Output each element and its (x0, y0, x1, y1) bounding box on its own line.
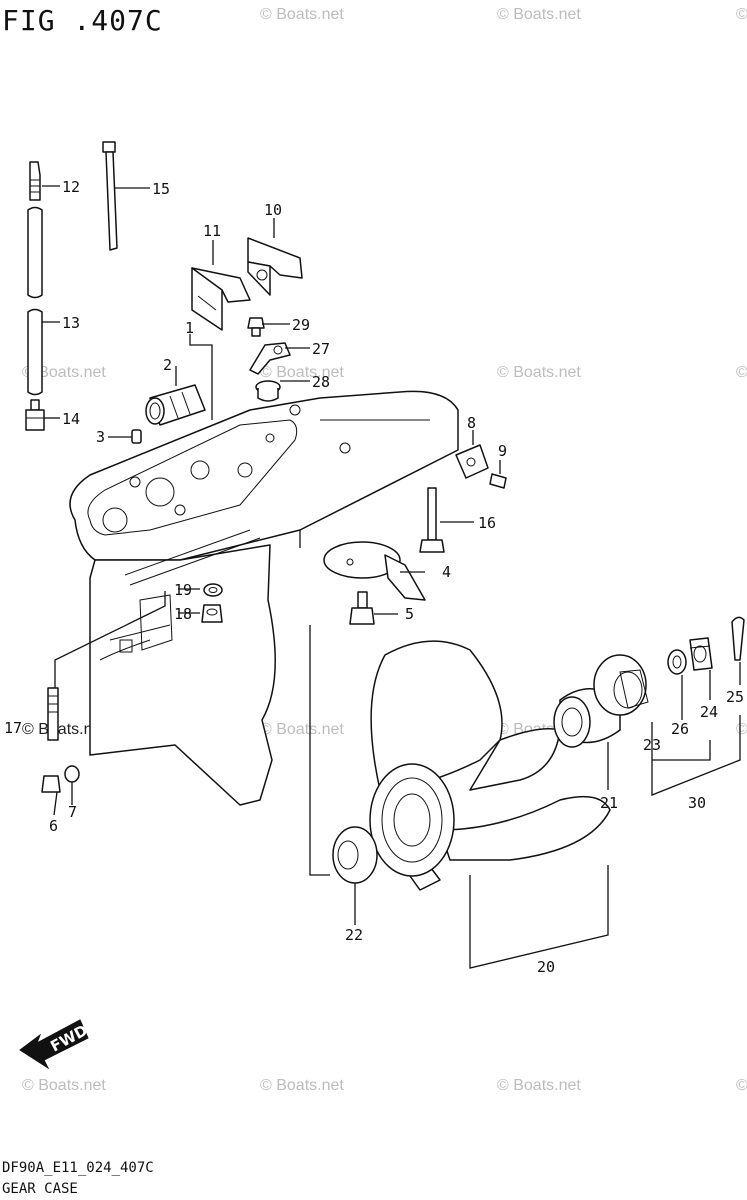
part-16-drawing (419, 487, 445, 553)
watermark: © Boats.net (497, 6, 581, 23)
callout-12: 12 (62, 178, 80, 196)
watermark: © (736, 364, 747, 381)
watermark: © Boats.net (260, 364, 344, 381)
part-19-drawing (203, 583, 223, 597)
part-9-drawing (489, 473, 507, 489)
callout-17: 17 (4, 719, 22, 737)
watermark: © Boats.net (260, 6, 344, 23)
part-26-drawing (667, 649, 687, 675)
part-7-drawing (64, 765, 80, 783)
part-24-drawing (689, 637, 713, 671)
callout-1: 1 (185, 319, 194, 337)
part-4-drawing (323, 541, 426, 601)
part-5-drawing (349, 591, 375, 625)
callout-27: 27 (312, 340, 330, 358)
callout-15: 15 (152, 180, 170, 198)
part-21-drawing (553, 688, 621, 748)
callout-26: 26 (671, 720, 689, 738)
figure-caption: GEAR CASE (2, 1181, 78, 1197)
callout-11: 11 (203, 222, 221, 240)
part-22-drawing (332, 826, 378, 884)
callout-2: 2 (163, 356, 172, 374)
part-20-propeller (369, 640, 611, 891)
callout-28: 28 (312, 373, 330, 391)
part-29-drawing (247, 317, 265, 337)
callout-24: 24 (700, 703, 718, 721)
callout-6: 6 (49, 817, 58, 835)
watermark: © (736, 1077, 747, 1094)
watermark: © Boats.net (22, 721, 106, 738)
part-10-drawing (247, 237, 303, 296)
watermark: © Boats.net (22, 1077, 106, 1094)
callout-18: 18 (174, 605, 192, 623)
leader-lines (42, 185, 741, 969)
part-27-drawing (249, 342, 291, 375)
callout-30: 30 (688, 794, 706, 812)
part-23-drawing (593, 654, 649, 716)
gear-case-housing (69, 390, 459, 806)
part-2-drawing (145, 384, 206, 426)
part-12-drawing (29, 161, 41, 201)
callout-13: 13 (62, 314, 80, 332)
callout-14: 14 (62, 410, 80, 428)
callout-4: 4 (442, 563, 451, 581)
callouts: 1 2 3 4 5 6 7 8 9 10 11 12 13 14 15 16 1… (4, 178, 744, 976)
callout-8: 8 (467, 414, 476, 432)
forward-arrow-icon: FWD (19, 1019, 91, 1070)
callout-20: 20 (537, 958, 555, 976)
part-14-drawing (25, 399, 45, 431)
figure-title: FIG .407C (2, 4, 163, 37)
callout-16: 16 (478, 514, 496, 532)
model-code: DF90A_E11_024_407C (2, 1160, 154, 1176)
part-25-drawing (731, 616, 745, 661)
callout-22: 22 (345, 926, 363, 944)
part-15-drawing (102, 141, 118, 251)
callout-10: 10 (264, 201, 282, 219)
watermark: © Boats.net (260, 721, 344, 738)
watermark: © (736, 6, 747, 23)
part-13-drawing (27, 206, 43, 396)
watermark: © Boats.net (260, 1077, 344, 1094)
part-8-drawing (455, 444, 489, 479)
callout-19: 19 (174, 581, 192, 599)
callout-21: 21 (600, 794, 618, 812)
part-11-drawing (191, 267, 251, 331)
callout-3: 3 (96, 428, 105, 446)
part-17-drawing (47, 687, 59, 741)
part-6-drawing (41, 775, 61, 793)
part-18-drawing (201, 604, 223, 623)
part-3-drawing (131, 429, 142, 444)
watermark: © (736, 721, 747, 738)
part-28-drawing (255, 380, 281, 402)
callout-7: 7 (68, 803, 77, 821)
watermark: © Boats.net (497, 364, 581, 381)
watermark: © Boats.net (22, 364, 106, 381)
callout-5: 5 (405, 605, 414, 623)
callout-9: 9 (498, 442, 507, 460)
callout-29: 29 (292, 316, 310, 334)
watermark: © Boats.net (497, 1077, 581, 1094)
callout-23: 23 (643, 736, 661, 754)
callout-25: 25 (726, 688, 744, 706)
